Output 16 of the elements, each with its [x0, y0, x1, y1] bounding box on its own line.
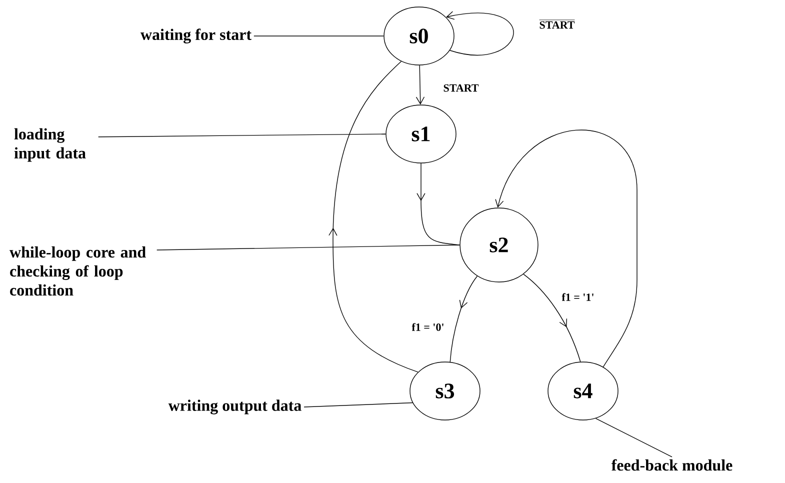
edge-label: START	[442, 83, 480, 93]
description-text: loading input data	[14, 128, 86, 162]
edge-label: START	[538, 18, 576, 30]
description-text: feed-back module	[611, 459, 732, 471]
leader-line	[98, 134, 386, 138]
transition-arrow	[446, 11, 514, 56]
transition-arrow	[416, 65, 425, 105]
leader-line	[304, 402, 413, 408]
description-text: while-loop core and checking of loop condition	[10, 246, 146, 296]
description-text: waiting for start	[140, 28, 252, 44]
edge-label: f1 = '1'	[560, 292, 596, 302]
leader-line	[156, 244, 460, 250]
transition-arrow	[495, 130, 638, 368]
description-text: writing output data	[168, 400, 302, 414]
edge-label: f1 = '0'	[410, 322, 446, 332]
leader-line	[595, 418, 672, 458]
